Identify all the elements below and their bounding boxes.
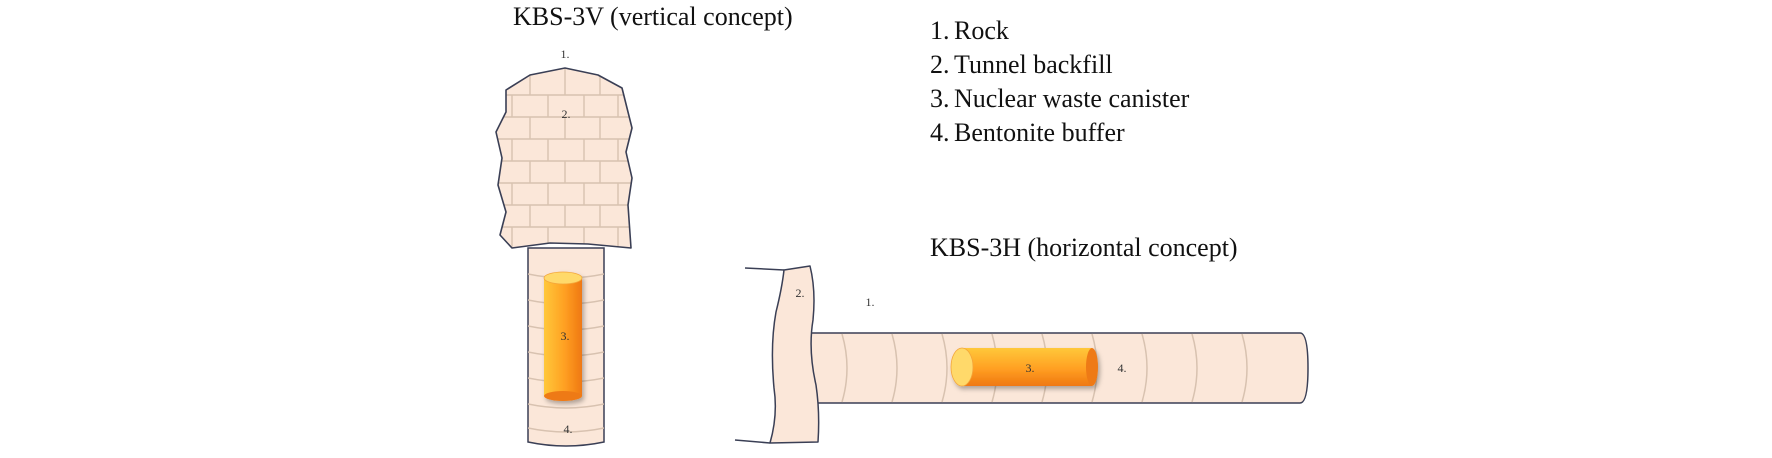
horizontal-tunnel-backfill [734,265,820,444]
legend-number: 2. [930,50,950,79]
vertical-concept: 1. 2. 3. 4. [495,47,633,447]
horizontal-label-canister: 3. [1026,361,1035,375]
legend-label: Bentonite buffer [954,118,1125,147]
horizontal-concept: 2. 1. 3. 4. [734,265,1309,444]
horizontal-concept-title: KBS-3H (horizontal concept) [930,233,1238,262]
legend-number: 3. [930,84,950,113]
horizontal-label-rock: 1. [866,295,875,309]
legend-label: Tunnel backfill [954,50,1113,79]
legend-item-canister: 3.Nuclear waste canister [930,82,1189,116]
vertical-label-rock: 1. [561,47,570,61]
horizontal-canister [950,347,1098,387]
vertical-label-backfill: 2. [562,107,571,121]
vertical-label-canister: 3. [561,329,570,343]
vertical-canister [543,271,583,401]
horizontal-label-backfill: 2. [796,286,805,300]
legend-item-rock: 1.Rock [930,14,1189,48]
legend-item-tunnel-backfill: 2.Tunnel backfill [930,48,1189,82]
legend-label: Nuclear waste canister [954,84,1190,113]
legend-item-bentonite-buffer: 4.Bentonite buffer [930,116,1189,150]
legend-label: Rock [954,16,1009,45]
horizontal-label-buffer: 4. [1118,361,1127,375]
legend: 1.Rock 2.Tunnel backfill 3.Nuclear waste… [930,14,1189,150]
vertical-concept-title: KBS-3V (vertical concept) [513,2,793,31]
vertical-tunnel-backfill [495,67,633,249]
legend-number: 4. [930,118,950,147]
legend-number: 1. [930,16,950,45]
vertical-label-buffer: 4. [564,422,573,436]
